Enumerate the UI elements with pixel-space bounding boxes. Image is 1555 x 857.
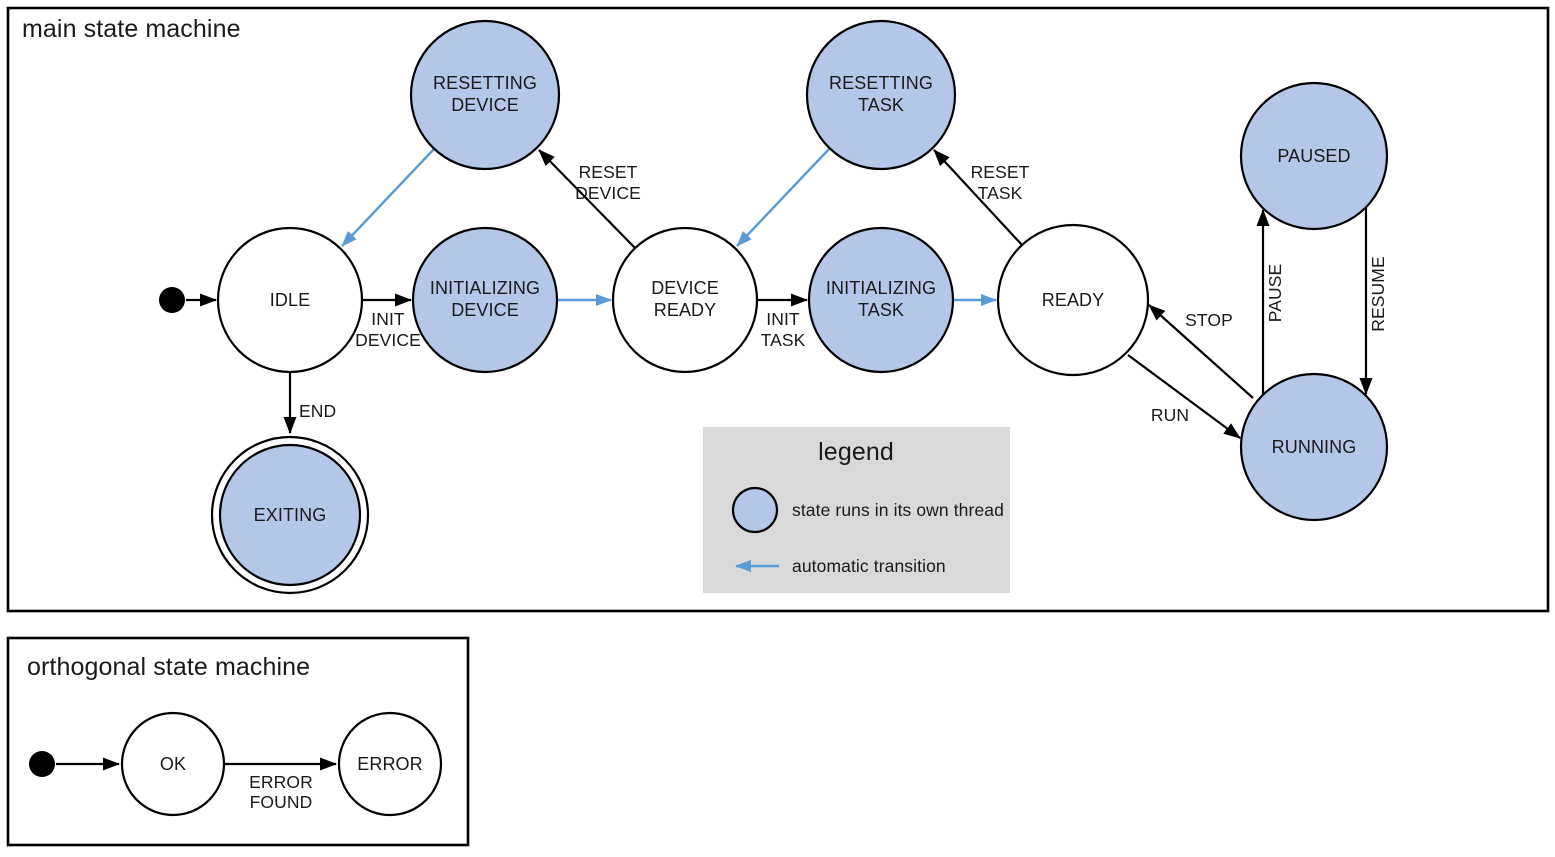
svg-text:RESETTING: RESETTING (829, 73, 933, 93)
svg-text:TASK: TASK (858, 300, 904, 320)
svg-text:ERROR: ERROR (249, 772, 313, 792)
state-exiting-inner-circle (218, 443, 362, 587)
state-idle-circle (216, 226, 364, 374)
svg-text:OK: OK (160, 754, 186, 774)
edge-label-stop: STOP (1185, 310, 1233, 330)
svg-text:DEVICE: DEVICE (451, 300, 519, 320)
edge-running-to-ready (1148, 304, 1254, 399)
svg-text:INITIALIZING: INITIALIZING (430, 278, 540, 298)
svg-text:RESET: RESET (579, 162, 638, 182)
state-initializing-task: INITIALIZING TASK (807, 226, 955, 374)
svg-text:TASK: TASK (858, 95, 904, 115)
svg-text:RESETTING: RESETTING (433, 73, 537, 93)
svg-text:DEVICE: DEVICE (651, 278, 719, 298)
svg-text:READY: READY (654, 300, 717, 320)
state-resetting-task: RESETTING TASK (805, 19, 957, 171)
state-paused-circle (1239, 81, 1389, 231)
state-running: RUNNING (1239, 372, 1389, 522)
edge-label-init-task: INIT TASK (761, 309, 806, 350)
edge-label-reset-device: RESET DEVICE (575, 162, 641, 203)
edge-ready-to-running (1127, 354, 1241, 439)
state-ok: OK (120, 711, 226, 817)
state-error: ERROR (337, 711, 443, 817)
edge-label-pause: PAUSE (1265, 264, 1285, 323)
state-initializing-device-circle (411, 226, 559, 374)
svg-text:TASK: TASK (761, 330, 806, 350)
legend-thread-label: state runs in its own thread (792, 500, 1004, 520)
svg-text:RUNNING: RUNNING (1272, 437, 1357, 457)
state-ready-circle (996, 223, 1150, 377)
state-exiting-final: EXITING (210, 435, 370, 595)
state-idle: IDLE (216, 226, 364, 374)
svg-text:RESET: RESET (971, 162, 1030, 182)
svg-text:FOUND: FOUND (250, 792, 313, 812)
legend-auto-label: automatic transition (792, 556, 946, 576)
state-resetting-device-circle (409, 19, 561, 171)
orthogonal-machine-border (6, 636, 470, 847)
legend-thread-state-icon (731, 486, 779, 534)
orthogonal-initial-state-dot (29, 751, 55, 777)
state-ok-circle (120, 711, 226, 817)
edge-label-error-found: ERROR FOUND (249, 772, 313, 812)
svg-text:INIT: INIT (766, 309, 800, 329)
main-machine-title: main state machine (22, 15, 241, 43)
state-resetting-task-circle (805, 19, 957, 171)
initial-state-dot (159, 287, 185, 313)
main-state-machine: main state machine INIT DEVICE RESET DEV… (6, 6, 1550, 613)
legend-title: legend (818, 438, 894, 466)
state-initializing-device: INITIALIZING DEVICE (411, 226, 559, 374)
edge-ready-to-resetting-task (933, 149, 1023, 246)
svg-text:ERROR: ERROR (357, 754, 423, 774)
state-ready: READY (996, 223, 1150, 377)
legend: legend state runs in its own thread auto… (703, 427, 1010, 593)
svg-text:READY: READY (1042, 290, 1105, 310)
edge-label-init-device: INIT DEVICE (355, 309, 421, 350)
edge-label-reset-task: RESET TASK (971, 162, 1030, 203)
svg-text:TASK: TASK (978, 183, 1023, 203)
state-error-circle (337, 711, 443, 817)
svg-text:PAUSED: PAUSED (1277, 146, 1350, 166)
state-device-ready: DEVICE READY (611, 226, 759, 374)
state-running-circle (1239, 372, 1389, 522)
state-device-ready-circle (611, 226, 759, 374)
svg-text:DEVICE: DEVICE (355, 330, 421, 350)
svg-text:INIT: INIT (371, 309, 405, 329)
svg-text:DEVICE: DEVICE (451, 95, 519, 115)
orthogonal-state-machine: orthogonal state machine ERROR FOUND OK … (6, 636, 470, 847)
svg-text:DEVICE: DEVICE (575, 183, 641, 203)
state-paused: PAUSED (1239, 81, 1389, 231)
svg-text:IDLE: IDLE (270, 290, 310, 310)
edge-label-resume: RESUME (1368, 256, 1388, 331)
edge-label-run: RUN (1151, 405, 1189, 425)
edge-device-ready-to-resetting-device (538, 149, 636, 249)
state-resetting-device: RESETTING DEVICE (409, 19, 561, 171)
svg-text:INITIALIZING: INITIALIZING (826, 278, 936, 298)
edge-auto-resetting-task-to-device-ready (736, 147, 831, 247)
svg-text:EXITING: EXITING (254, 505, 327, 525)
edge-auto-resetting-device-to-idle (341, 148, 435, 247)
edge-label-end: END (299, 401, 336, 421)
orthogonal-machine-title: orthogonal state machine (27, 653, 310, 681)
state-initializing-task-circle (807, 226, 955, 374)
main-machine-border (6, 6, 1550, 613)
